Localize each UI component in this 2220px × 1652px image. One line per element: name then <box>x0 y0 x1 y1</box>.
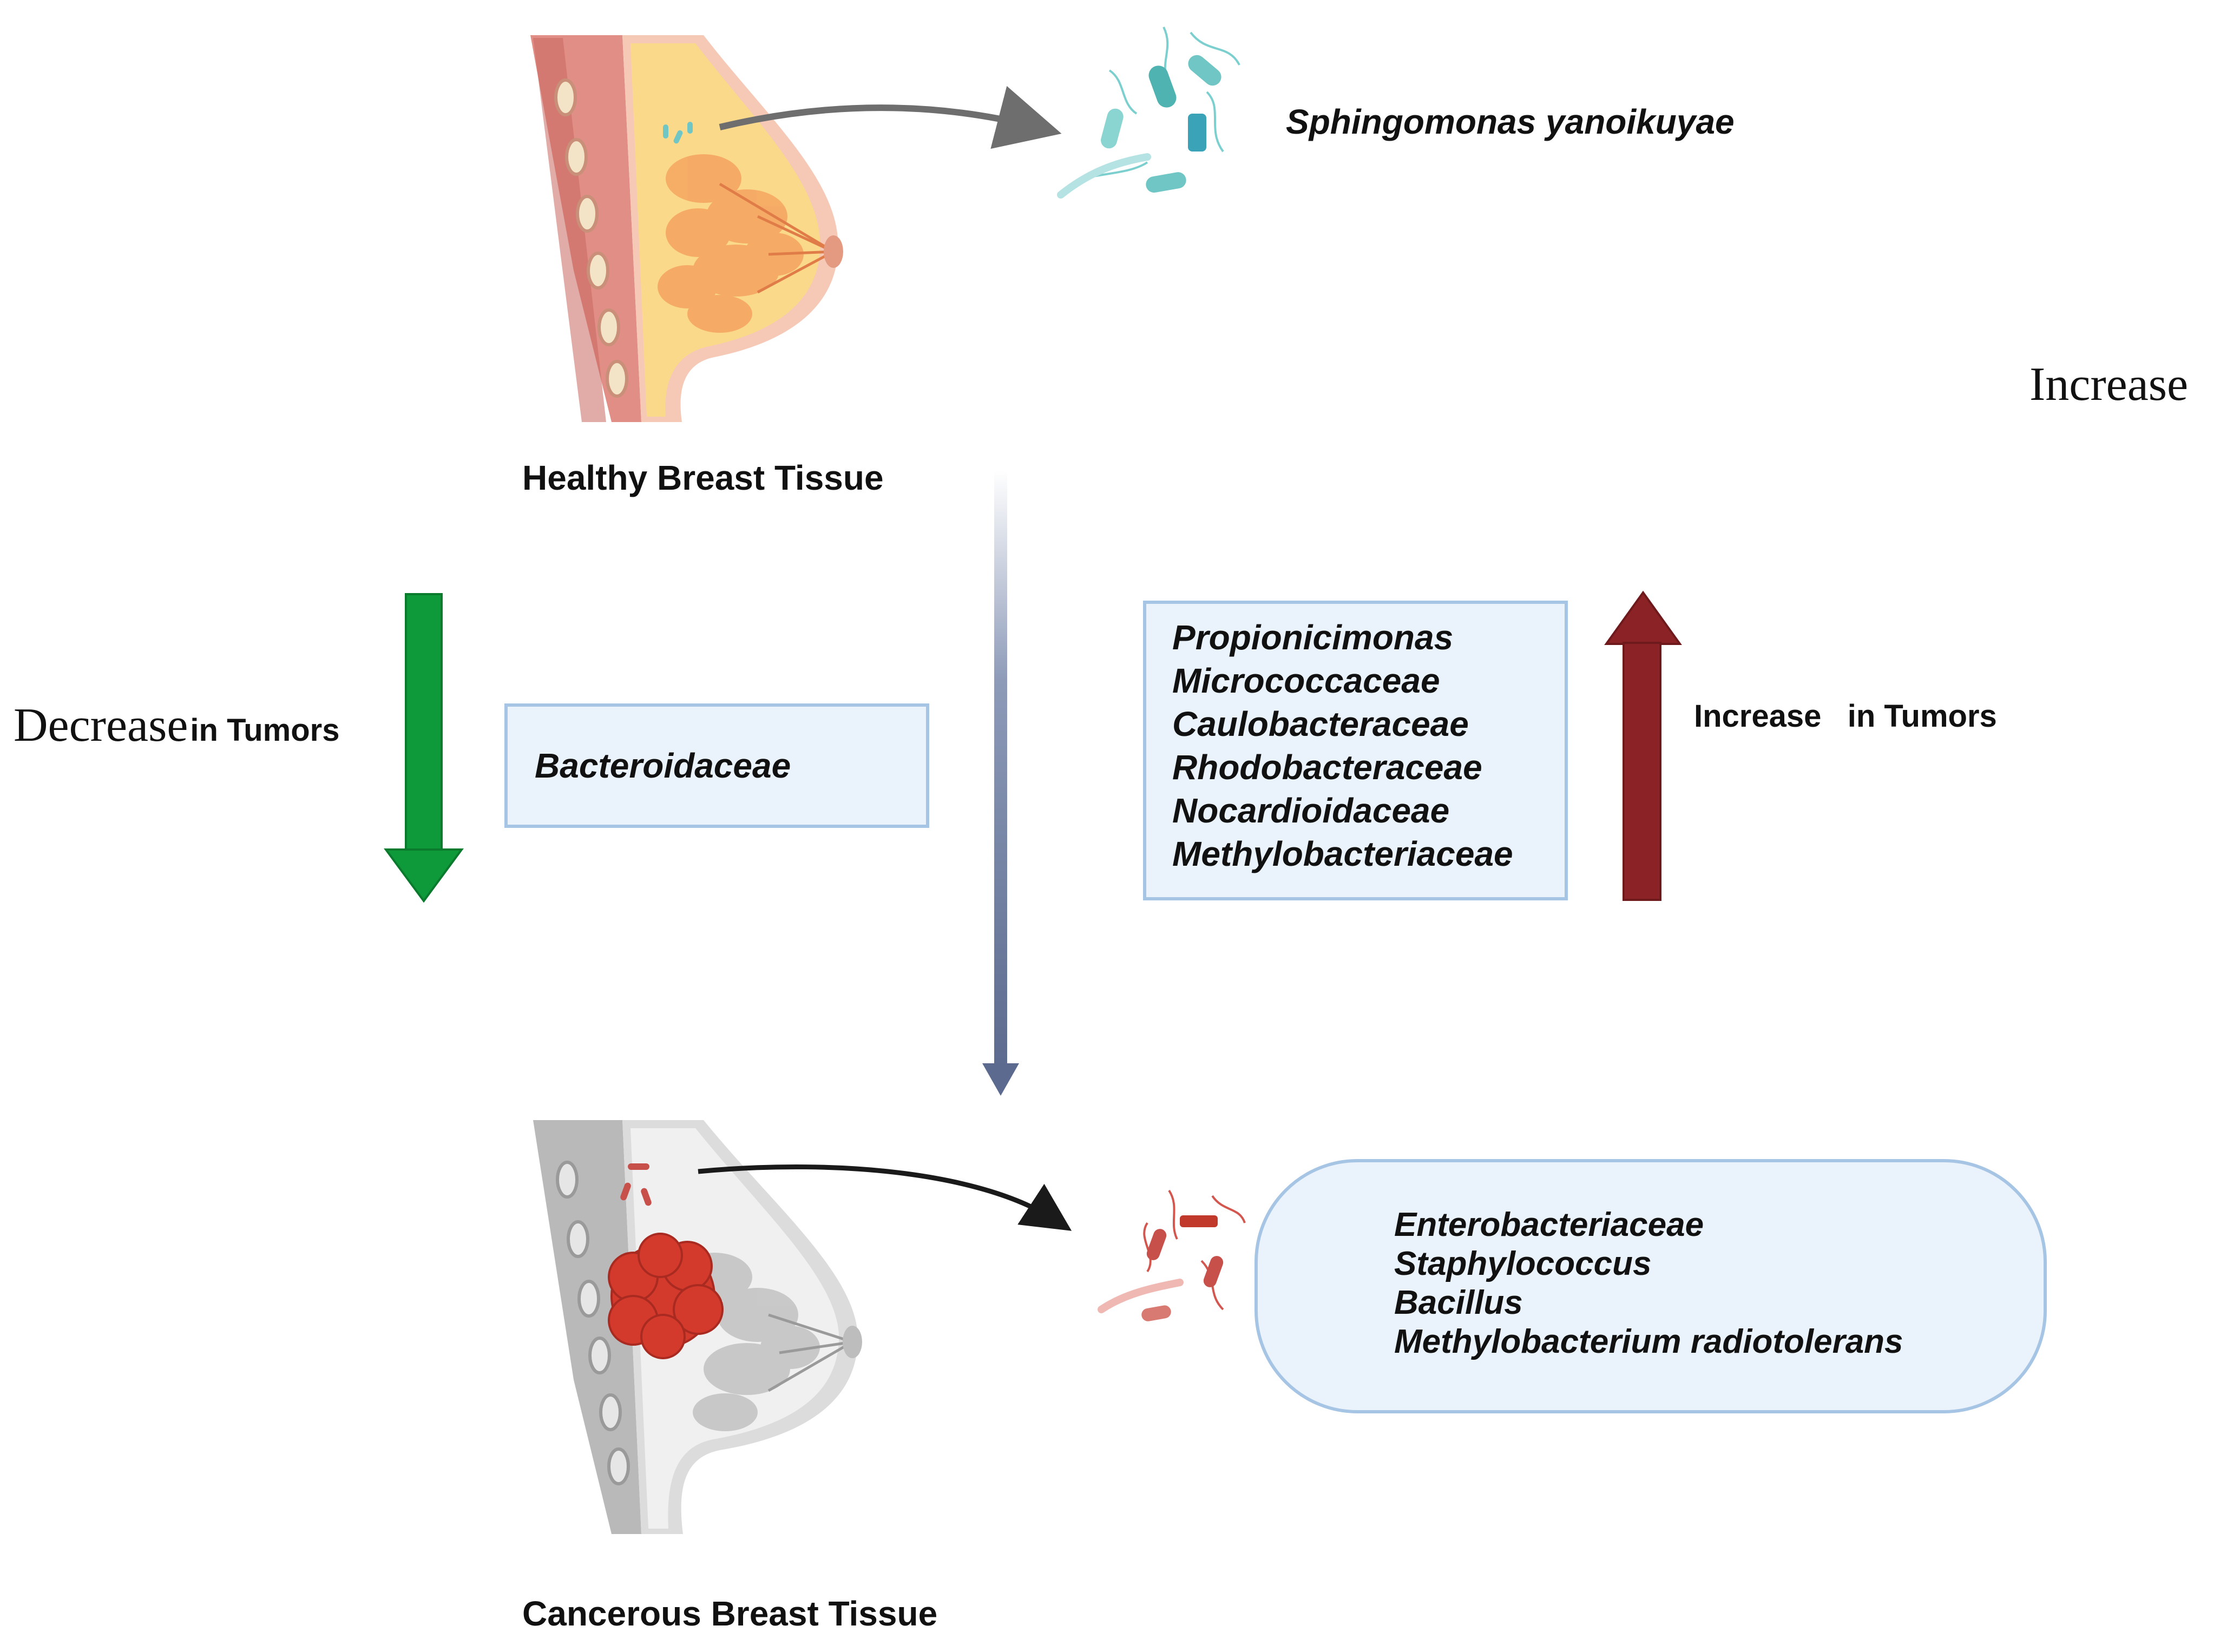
healthy-breast-illustration <box>530 35 843 422</box>
increase-taxa-item: Propionicimonas <box>1172 618 1454 657</box>
cancer-bacteria-item: Bacillus <box>1394 1284 1523 1321</box>
cancer-bacteria-box: Enterobacteriaceae Staphylococcus Bacill… <box>1255 1159 2047 1413</box>
increase-taxa-item: Nocardioidaceae <box>1172 791 1450 830</box>
increase-arrow-icon <box>1604 590 1682 901</box>
decrease-taxa-box: Bacteroidaceae <box>504 703 929 828</box>
decrease-arrow-icon <box>384 593 464 903</box>
cancer-bacteria-icon <box>1098 1189 1246 1321</box>
increase-taxa-item: Caulobacteraceae <box>1172 705 1469 743</box>
increase-taxa-box: Propionicimonas Micrococcaceae Caulobact… <box>1143 601 1568 900</box>
cancer-bacteria-item: Staphylococcus <box>1394 1245 1652 1282</box>
decrease-label: Decrease in Tumors <box>14 698 339 753</box>
decrease-taxa-item: Bacteroidaceae <box>535 746 791 785</box>
sphingomonas-bacteria-icon <box>1057 27 1240 199</box>
center-down-arrow <box>982 471 1019 1096</box>
healthy-to-bacteria-arrow <box>719 85 1062 149</box>
cancer-bacteria-item: Enterobacteriaceae <box>1394 1206 1704 1243</box>
increase-taxa-list: Propionicimonas Micrococcaceae Caulobact… <box>1172 616 1513 876</box>
cancer-bacteria-item: Methylobacterium radiotolerans <box>1394 1323 1903 1360</box>
healthy-tissue-label: Healthy Breast Tissue <box>522 458 884 497</box>
increase-word: Increase <box>1694 699 1822 734</box>
cancerous-breast-illustration <box>533 1120 862 1534</box>
increase-label: Increase in Tumors <box>1694 698 1997 734</box>
increase-taxa-item: Micrococcaceae <box>1172 661 1440 700</box>
decrease-word: Decrease <box>14 699 188 752</box>
cancerous-tissue-label: Cancerous Breast Tissue <box>522 1594 938 1633</box>
increase-taxa-item: Methylobacteriaceae <box>1172 834 1513 873</box>
decrease-suffix: in Tumors <box>190 713 340 748</box>
cancer-to-bacteria-arrow <box>698 1164 1072 1231</box>
sphingomonas-label: Sphingomonas yanoikuyae <box>1286 102 1735 141</box>
cancer-bacteria-list: Enterobacteriaceae Staphylococcus Bacill… <box>1394 1206 1903 1361</box>
top-right-increase-label: Increase <box>2029 358 2189 411</box>
increase-suffix: in Tumors <box>1847 699 1997 734</box>
increase-taxa-item: Rhodobacteraceae <box>1172 748 1482 787</box>
